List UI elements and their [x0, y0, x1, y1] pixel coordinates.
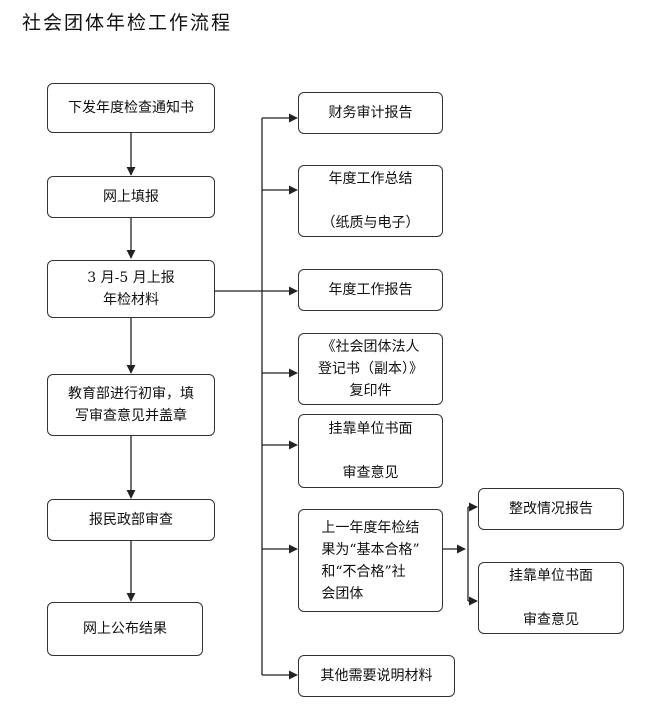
node-other-label: 其他需要说明材料 [320, 668, 433, 684]
node-summary-label: 年度工作总结 （纸质与电子） [321, 171, 420, 231]
node-notify: 下发年度检查通知书 [47, 83, 215, 133]
node-certificate-copy-label: 《社会团体法人 登记书（副本）》 复印件 [318, 339, 423, 399]
node-initial-review: 教育部进行初审，填 写审查意见并盖章 [47, 374, 215, 436]
node-online-fill-label: 网上填报 [103, 189, 159, 205]
node-online-fill: 网上填报 [47, 176, 215, 218]
node-ministry-review: 报民政部审查 [47, 499, 215, 541]
node-affiliate-opinion-2: 挂靠单位书面 审查意见 [478, 562, 624, 634]
node-basic-pass-label: 上一年度年检结 果为“基本合格” 和“不合格”社 会团体 [321, 519, 420, 602]
node-affiliate-opinion: 挂靠单位书面 审查意见 [298, 414, 443, 488]
node-other: 其他需要说明材料 [298, 655, 455, 697]
node-publish: 网上公布结果 [47, 602, 203, 656]
node-rectify-report: 整改情况报告 [478, 488, 624, 530]
node-submit-label: 3 月-5 月上报 年检材料 [87, 270, 175, 308]
node-submit: 3 月-5 月上报 年检材料 [47, 260, 215, 318]
node-audit: 财务审计报告 [298, 92, 443, 134]
node-rectify-report-label: 整改情况报告 [509, 501, 593, 517]
node-notify-label: 下发年度检查通知书 [68, 100, 194, 116]
node-audit-label: 财务审计报告 [328, 105, 413, 121]
page-title: 社会团体年检工作流程 [22, 12, 233, 34]
node-certificate-copy: 《社会团体法人 登记书（副本）》 复印件 [298, 333, 443, 405]
node-publish-label: 网上公布结果 [83, 621, 167, 637]
node-initial-review-label: 教育部进行初审，填 写审查意见并盖章 [68, 386, 194, 424]
node-work-report: 年度工作报告 [298, 269, 443, 311]
node-work-report-label: 年度工作报告 [328, 282, 413, 298]
node-affiliate-opinion-label: 挂靠单位书面 审查意见 [328, 421, 413, 481]
node-ministry-review-label: 报民政部审查 [89, 512, 173, 528]
node-summary: 年度工作总结 （纸质与电子） [298, 165, 443, 237]
node-basic-pass: 上一年度年检结 果为“基本合格” 和“不合格”社 会团体 [298, 509, 443, 612]
node-affiliate-opinion-2-label: 挂靠单位书面 审查意见 [509, 568, 593, 628]
